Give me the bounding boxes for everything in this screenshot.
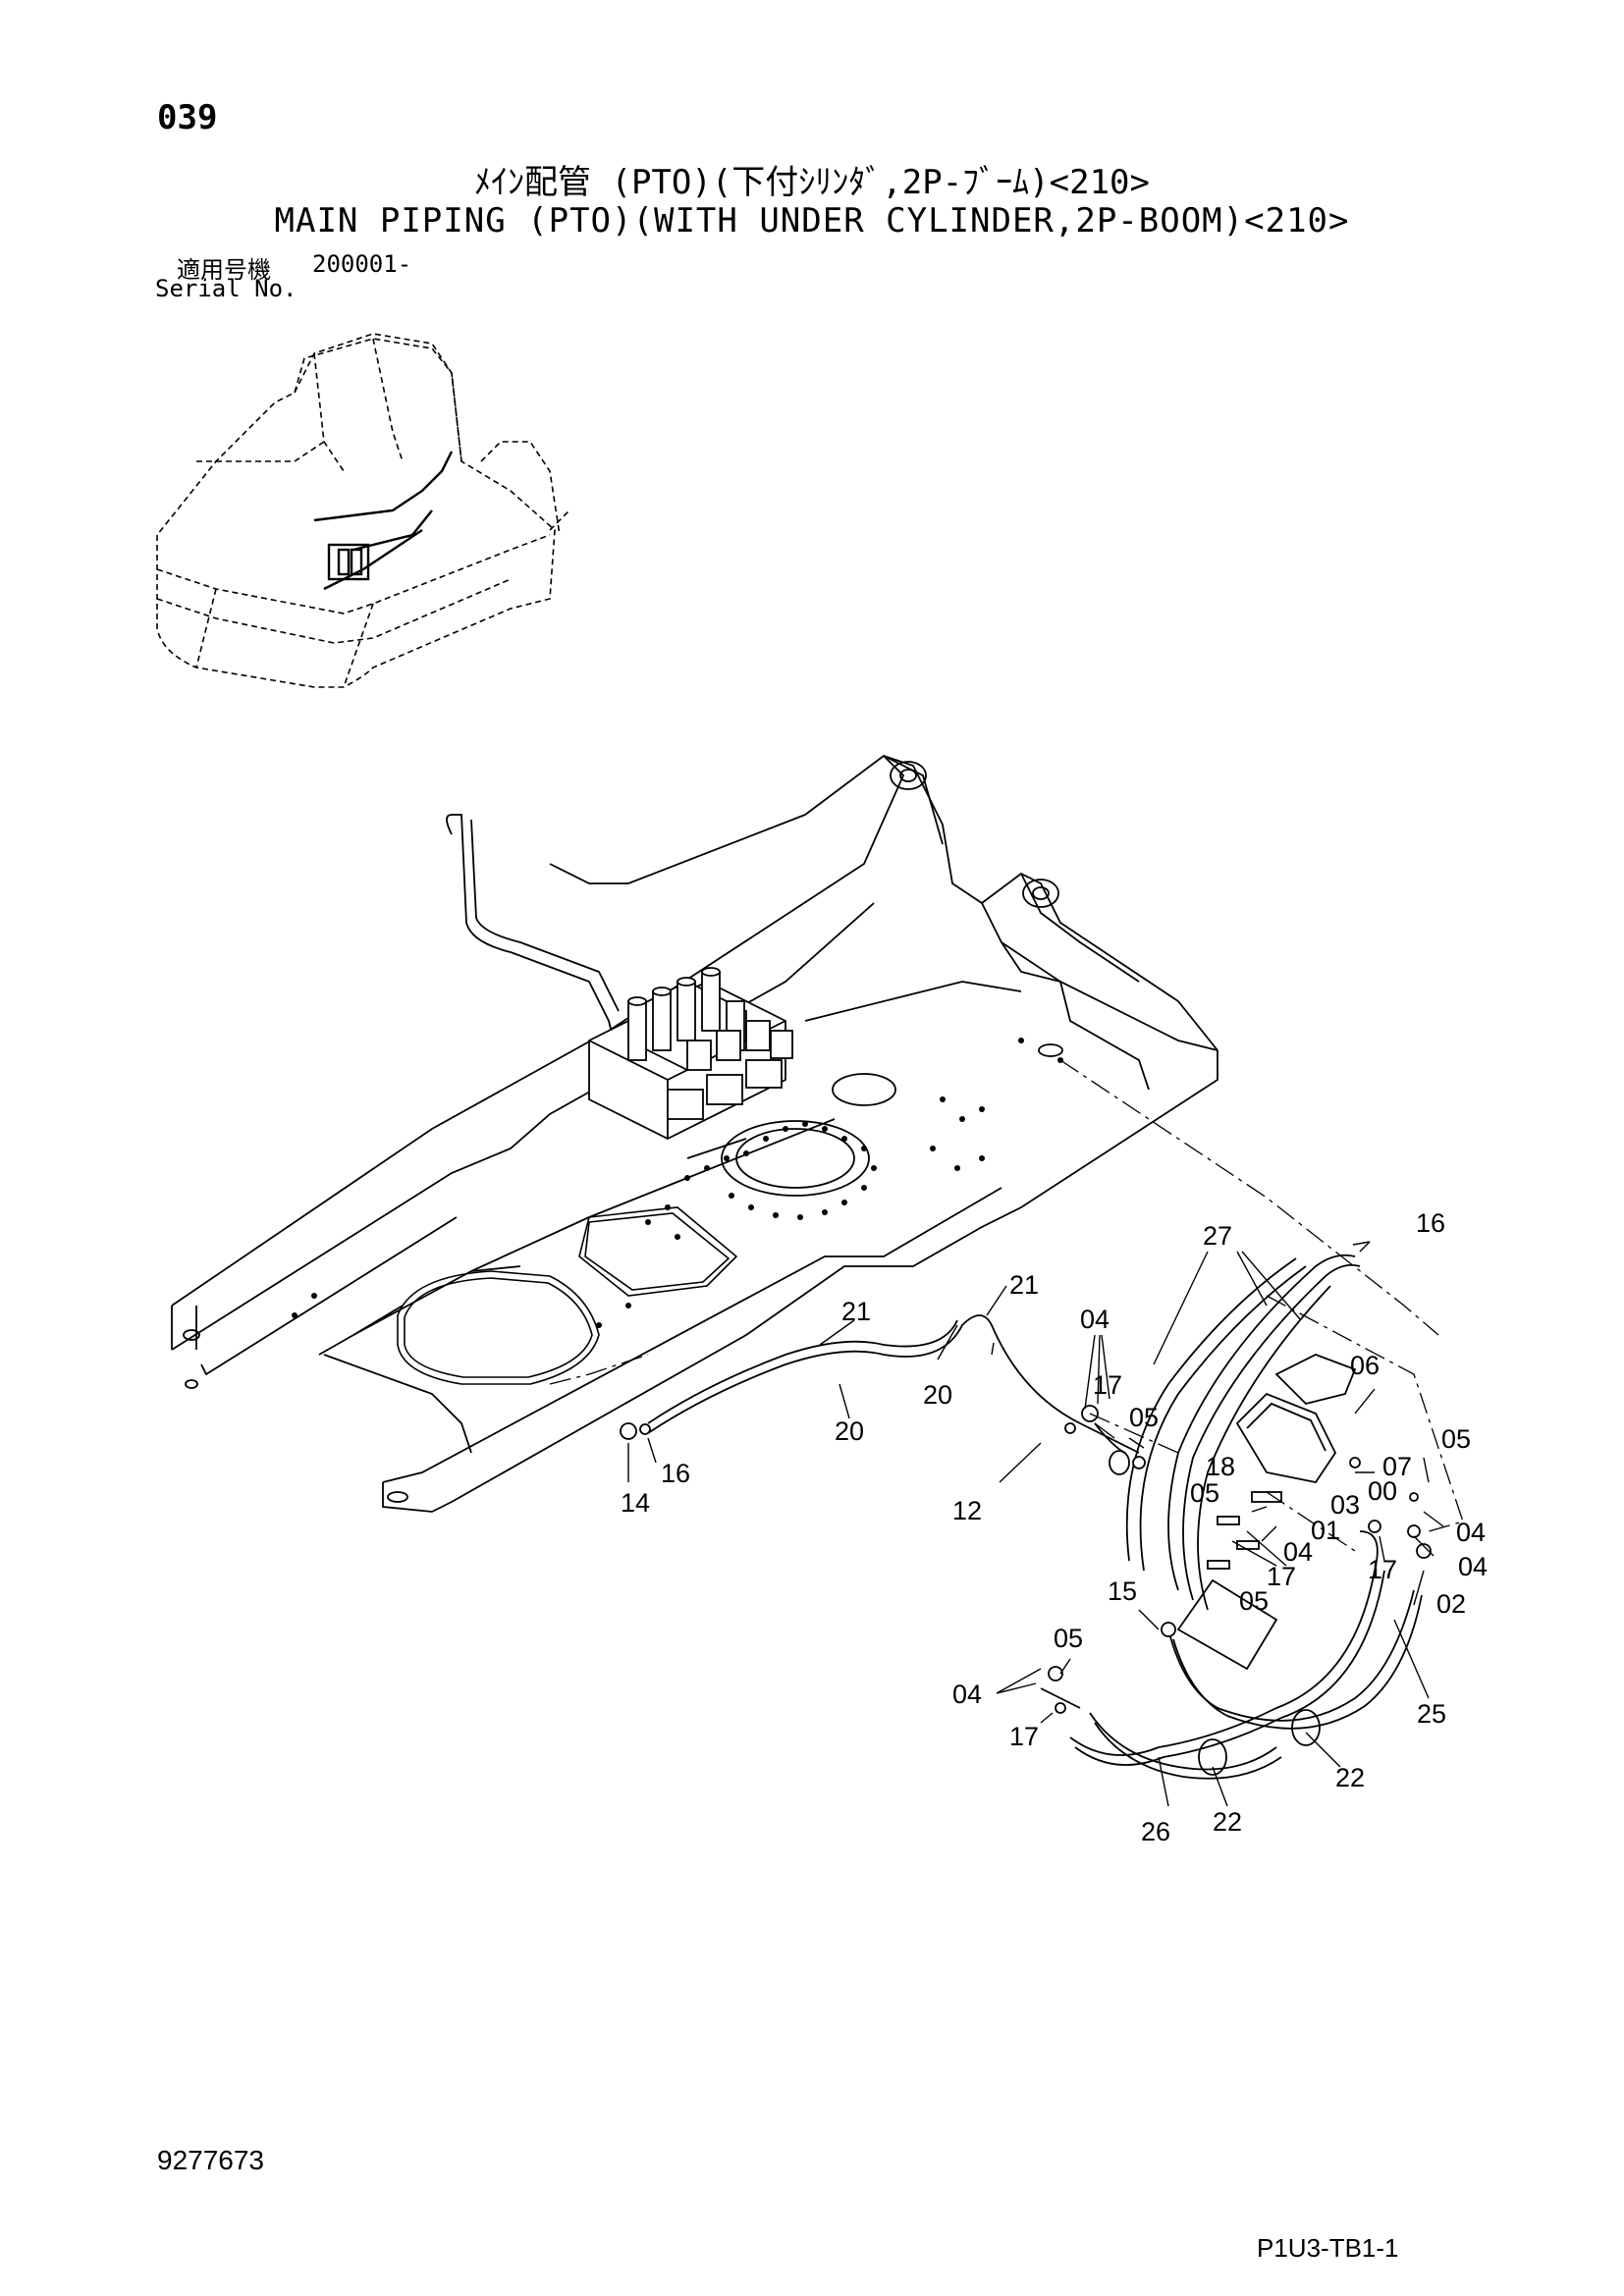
- callout-00: 00: [1368, 1476, 1397, 1506]
- callout-14: 14: [621, 1488, 650, 1518]
- callout-04: 04: [1456, 1518, 1486, 1547]
- callout-26: 26: [1141, 1817, 1170, 1846]
- callout-05: 05: [1054, 1624, 1083, 1653]
- pto-valve-assembly: [446, 814, 793, 1141]
- document-number: 9277673: [157, 2145, 265, 2175]
- machine-overview-illustration: [156, 333, 570, 688]
- callout-22: 22: [1213, 1807, 1242, 1837]
- callout-05: 05: [1441, 1424, 1471, 1454]
- bolt-holes: [292, 1038, 1063, 1328]
- callout-25: 25: [1417, 1699, 1446, 1729]
- serial-number-value: 200001-: [312, 250, 412, 278]
- callout-16: 16: [661, 1459, 690, 1488]
- callout-04: 04: [952, 1680, 982, 1709]
- pto-valve-detail: [620, 1354, 1432, 1714]
- upper-frame-illustration: [171, 754, 1218, 1513]
- callout-03: 03: [1330, 1490, 1360, 1520]
- callout-16: 16: [1416, 1208, 1445, 1238]
- callout-21: 21: [841, 1297, 871, 1326]
- callout-07: 07: [1382, 1452, 1412, 1481]
- inspection-covers: [397, 1206, 738, 1385]
- callout-27: 27: [1203, 1221, 1232, 1251]
- callout-17: 17: [1009, 1722, 1039, 1751]
- overview-highlight: [313, 451, 454, 591]
- callout-05: 05: [1239, 1586, 1269, 1616]
- callout-01: 01: [1311, 1516, 1340, 1545]
- callout-17: 17: [1093, 1370, 1122, 1400]
- callout-05: 05: [1190, 1478, 1219, 1508]
- hoses: [647, 1254, 1423, 1780]
- title-japanese: ﾒｲﾝ配管 (PTO)(下付ｼﾘﾝﾀﾞ,2P-ﾌﾞｰﾑ)<210>: [474, 163, 1150, 202]
- callout-12: 12: [952, 1496, 982, 1525]
- callout-04: 04: [1458, 1552, 1488, 1581]
- callout-17: 17: [1368, 1555, 1397, 1584]
- callout-20: 20: [835, 1416, 864, 1446]
- serial-label-japanese: 適用号機: [177, 256, 271, 284]
- callout-15: 15: [1108, 1576, 1137, 1606]
- leader-lines: [627, 1241, 1444, 1807]
- callout-02: 02: [1436, 1589, 1466, 1619]
- serial-label-english: Serial No.: [155, 275, 298, 302]
- callout-18: 18: [1206, 1452, 1235, 1481]
- callout-04: 04: [1080, 1305, 1110, 1334]
- title-english: MAIN PIPING (PTO)(WITH UNDER CYLINDER,2P…: [274, 201, 1350, 240]
- callout-20: 20: [923, 1380, 952, 1410]
- callout-17: 17: [1267, 1562, 1296, 1591]
- callout-22: 22: [1335, 1763, 1365, 1792]
- callout-labels: 16 27 21 21 04 06 17 05 20 20 05 07 18 0…: [621, 1208, 1488, 1846]
- page-code: P1U3-TB1-1: [1257, 2233, 1399, 2263]
- page-number: 039: [157, 98, 218, 137]
- callout-05: 05: [1129, 1403, 1159, 1432]
- phantom-lines: [549, 1059, 1464, 1552]
- callout-04: 04: [1283, 1537, 1313, 1567]
- callout-06: 06: [1350, 1351, 1380, 1380]
- callout-21: 21: [1009, 1270, 1039, 1300]
